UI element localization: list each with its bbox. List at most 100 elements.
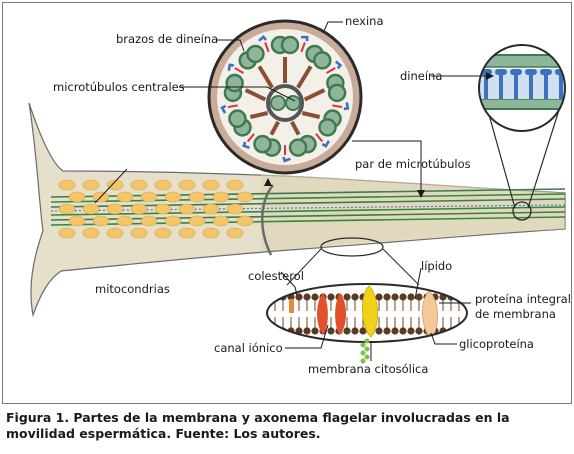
nexin-link [332,104,343,109]
lipid-head [343,327,351,335]
axoneme-line [50,216,566,226]
mitochondrion [106,203,124,215]
label-microtubule-pair: par de microtúbulos [355,157,471,171]
label-dynein: dineína [400,69,442,83]
label-integral-protein-2: de membrana [475,307,556,321]
mitochondrion [154,203,172,215]
mitochondrion [106,179,124,191]
lipid-head [407,327,415,335]
central-microtubule-right [285,95,301,111]
membrane-source-ellipse [320,237,384,257]
label-integral-protein-1: proteína integral [475,292,571,306]
lipid-head [383,293,391,301]
doublet-ring [220,35,350,163]
axoneme-cross-section [207,19,363,175]
label-lipid: lípido [421,259,452,273]
glycan-unit [360,350,366,356]
dynein-arm [282,156,291,163]
doublet-b [246,44,265,64]
mitochondrion [226,179,244,191]
mitochondrion [188,191,206,203]
mitochondrion [236,215,254,227]
doublet-b [228,109,247,128]
zoom-circle [478,44,566,132]
lipid-head [359,327,367,335]
mitochondrion [82,227,100,239]
mitochondrion [178,227,196,239]
mitochondrion [188,215,206,227]
doublet-b [318,118,337,137]
dynein-stalk [514,73,518,99]
nexin-link [315,133,324,143]
label-dynein-arms: brazos de dineína [116,32,218,46]
dynein-stalk [499,73,503,99]
dynein-head [495,69,507,75]
mitochondrion [58,227,76,239]
mitochondrion [164,191,182,203]
central-sheath [266,84,304,122]
dynein-stalk [544,73,548,99]
mitochondrion [202,227,220,239]
lipid-head [351,327,359,335]
lipid-head [271,327,279,335]
lipid-head [327,293,335,301]
dynein-arm [301,35,309,42]
lipid-head [303,293,311,301]
glycan-unit [364,346,370,352]
mitochondrion [130,179,148,191]
mitochondrion [202,179,220,191]
arrow-heads [264,72,494,198]
mitochondrion [226,227,244,239]
radial-spoke [269,120,280,136]
leader-lines [94,21,489,361]
lipid-head [327,327,335,335]
dynein-stalk [484,73,488,99]
lipid-head [303,327,311,335]
membrane-zoom [266,237,468,364]
lipid-head [375,327,383,335]
doublet-b [313,51,332,70]
glycoprotein-shape [362,285,378,338]
radial-spoke [290,120,301,136]
central-microtubule-left [270,95,286,111]
glycan-unit [364,338,370,344]
mitochondrion [226,203,244,215]
label-glycoprotein: glicoproteína [459,337,534,351]
mitochondrion [212,215,230,227]
nexin-link [326,67,336,74]
lipid-head [311,327,319,335]
mitochondrion [140,191,158,203]
lipid-head [463,327,467,335]
label-ion-channel: canal iónico [214,341,283,355]
lipid-head [311,293,319,301]
diagram-svg: brazos de dineína nexina microtúbulos ce… [28,14,571,376]
dynein-head [510,69,522,75]
dynein-arm [334,60,343,70]
label-cholesterol: colesterol [248,269,304,283]
lipid-head [463,293,467,301]
mitochondrion [82,179,100,191]
radial-spoke [296,65,313,89]
mitochondrion [212,191,230,203]
mitochondrion [202,203,220,215]
mitochondrion [82,203,100,215]
mitochondria-group [58,179,254,239]
lipid-head [351,293,359,301]
dynein-arm [242,141,250,150]
mitochondrion [140,215,158,227]
radial-spoke [257,65,274,89]
cholesterol-molecule [289,299,294,313]
mitochondrion [92,215,110,227]
glycan-unit [364,354,370,360]
lipid-head [391,293,399,301]
lipid-head [267,327,271,335]
zoom-source-circle [512,201,532,221]
axoneme-line [50,193,566,203]
mitochondrion [130,203,148,215]
mitochondrion [178,179,196,191]
nexin-link [300,42,306,53]
axoneme-line [50,211,566,221]
glycan-chain [360,338,370,364]
lipid-head [415,327,423,335]
lipid-head [375,293,383,301]
